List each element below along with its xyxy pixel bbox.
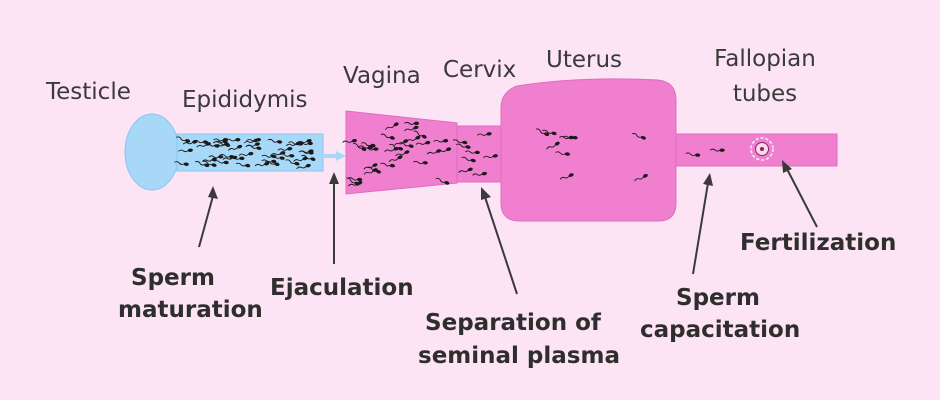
ejaculation-arrow (329, 172, 339, 264)
epididymis-sperm (214, 160, 229, 165)
capacitation-arrow (692, 173, 713, 275)
vagina-sperm (342, 138, 357, 143)
uterus-label: Uterus (546, 47, 623, 73)
cervix-shape (456, 125, 502, 183)
vagina-sperm (380, 162, 395, 168)
sperm-cells (174, 121, 725, 187)
vagina-sperm (399, 142, 414, 148)
uterus-sperm (546, 141, 560, 150)
fertilization-arrow (782, 160, 818, 228)
separation-label-line1: Separation of (425, 310, 601, 336)
ejaculation-arrow-connector (324, 151, 346, 161)
vagina-sperm (385, 122, 399, 131)
testicle-shape (124, 113, 180, 191)
vagina-shape (345, 110, 458, 195)
cervix-sperm (452, 139, 468, 145)
fallopian-sperm (685, 152, 701, 157)
vagina-sperm (433, 139, 449, 143)
egg-cell (750, 137, 774, 161)
vagina-sperm (361, 142, 376, 148)
epididymis-sperm (212, 139, 228, 144)
uterus-sperm (542, 129, 557, 136)
uterus-sperm (559, 173, 574, 180)
vagina-sperm (413, 160, 428, 165)
sperm-maturation-label-line1: Sperm (131, 265, 215, 291)
vagina-label: Vagina (343, 63, 421, 89)
epididymis-sperm (285, 159, 300, 166)
epididymis-sperm (298, 141, 313, 146)
epididymis-sperm (246, 144, 262, 150)
cervix-sperm (476, 132, 492, 136)
vagina-sperm (415, 140, 431, 145)
epididymis-sperm (298, 150, 314, 155)
epididymis-sperm (208, 155, 224, 159)
epididymis-sperm (261, 154, 277, 159)
epididymis-sperm (254, 161, 270, 167)
sperm-maturation-arrow (198, 186, 218, 248)
separation-arrow (481, 187, 518, 295)
vagina-sperm (404, 125, 419, 132)
epididymis-label: Epididymis (182, 87, 308, 113)
epididymis-sperm (178, 148, 193, 153)
epididymis-sperm (225, 138, 241, 142)
uterus-shape (500, 78, 677, 222)
fertilization-label: Fertilization (740, 230, 897, 256)
epididymis-sperm (176, 136, 191, 143)
epididymis-sperm (243, 138, 259, 144)
vagina-sperm (388, 155, 403, 163)
fallopian-label-line1: Fallopian (714, 46, 816, 72)
fallopian-label-line2: tubes (732, 81, 798, 107)
vagina-sperm (404, 121, 420, 126)
epididymis-sperm (277, 147, 293, 151)
vagina-sperm (384, 146, 399, 153)
epididymis-sperm (174, 161, 189, 166)
separation-label-line2: seminal plasma (418, 343, 620, 369)
cervix-sperm (483, 154, 498, 159)
fallopian-sperm (709, 148, 725, 152)
ejaculation-label: Ejaculation (270, 275, 414, 301)
uterus-sperm (555, 151, 570, 156)
epididymis-sperm (182, 140, 198, 145)
epididymis-sperm (238, 151, 254, 156)
cervix-sperm (461, 156, 476, 163)
sperm-maturation-label-line2: maturation (118, 297, 263, 323)
epididymis-sperm (265, 160, 280, 166)
capacitation-label-line1: Sperm (676, 285, 760, 311)
epididymis-sperm (296, 139, 312, 144)
epididymis-sperm (202, 160, 217, 167)
cervix-label: Cervix (443, 57, 517, 83)
vagina-sperm (394, 139, 409, 146)
vagina-sperm (413, 130, 427, 139)
epididymis-sperm (267, 138, 283, 144)
uterus-sperm (562, 135, 578, 140)
vagina-sperm (380, 133, 395, 140)
vagina-sperm (426, 149, 442, 155)
vagina-sperm (367, 166, 381, 174)
epididymis-sperm (196, 142, 211, 148)
epididymis-sperm (202, 157, 217, 162)
vagina-sperm (395, 150, 410, 157)
capacitation-label-line2: capacitation (640, 317, 801, 343)
vagina-sperm (435, 177, 450, 185)
epididymis-sperm (227, 144, 243, 151)
cervix-sperm (458, 167, 473, 173)
vagina-sperm (347, 177, 363, 182)
cervix-sperm (472, 171, 487, 176)
epididymis-sperm (235, 162, 251, 168)
epididymis-sperm (229, 156, 245, 161)
cervix-sperm (456, 143, 471, 149)
epididymis-sperm (270, 151, 286, 156)
vagina-sperm (347, 181, 363, 187)
uterus-sperm (634, 173, 648, 182)
uterus-sperm (535, 128, 550, 137)
epididymis-sperm (301, 154, 316, 161)
epididymis-sperm (296, 163, 311, 170)
cervix-sperm (465, 150, 480, 155)
testicle-label: Testicle (46, 79, 131, 105)
uterus-sperm (632, 133, 646, 140)
